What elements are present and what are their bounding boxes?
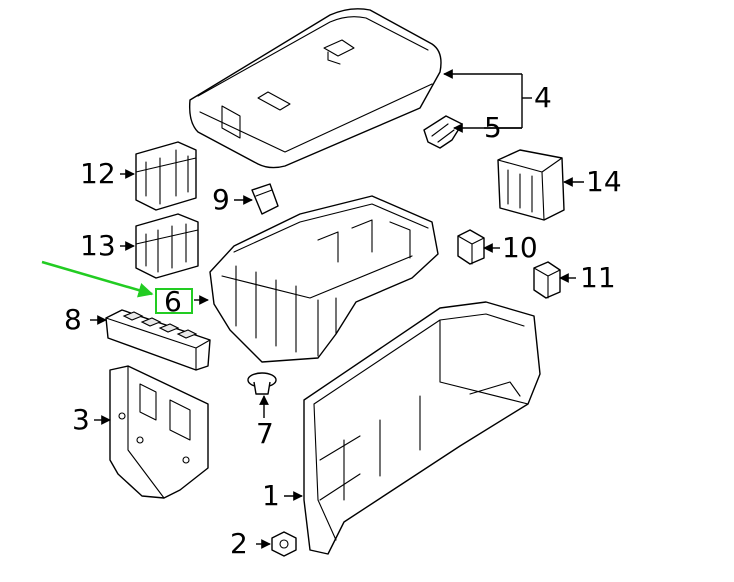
- callout-1: 1: [262, 479, 280, 512]
- callout-2: 2: [230, 527, 248, 560]
- part-5-clip: [423, 115, 463, 149]
- part-9-fuse: [251, 183, 279, 215]
- part-10-relay: [457, 229, 485, 265]
- callout-13: 13: [80, 229, 116, 262]
- callout-8: 8: [64, 303, 82, 336]
- part-12-bracket: [135, 141, 197, 211]
- callout-9: 9: [212, 183, 230, 216]
- part-7-push-pin: [247, 372, 277, 395]
- part-2-nut: [271, 531, 297, 557]
- callout-10: 10: [502, 231, 538, 264]
- callout-14: 14: [586, 165, 622, 198]
- part-14-connector: [497, 149, 565, 221]
- callout-6: 6: [164, 285, 182, 318]
- callout-3: 3: [72, 403, 90, 436]
- part-3-bracket: [109, 365, 209, 499]
- part-1-lower-tray: [303, 301, 541, 555]
- part-11-relay: [533, 261, 561, 299]
- part-4-cover: [188, 8, 442, 169]
- part-8-relay-block: [105, 309, 211, 371]
- part-6-fuse-box: [209, 195, 439, 363]
- callout-11: 11: [580, 261, 616, 294]
- highlight-box: [155, 288, 193, 314]
- part-13-bracket: [135, 213, 199, 279]
- callout-4: 4: [534, 81, 552, 114]
- green-pointer-arrow-icon: [41, 260, 154, 298]
- leader-lines: [90, 69, 584, 549]
- callout-12: 12: [80, 157, 116, 190]
- callout-7: 7: [256, 417, 274, 450]
- callout-5: 5: [484, 111, 502, 144]
